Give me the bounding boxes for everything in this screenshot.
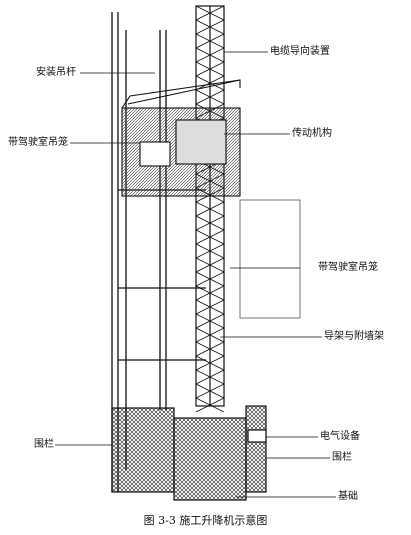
label-cable-guide: 电缆导向装置: [270, 46, 330, 57]
label-drive-mechanism: 传动机构: [292, 128, 332, 139]
label-fence-left: 围栏: [34, 439, 54, 450]
label-guide-mast: 导架与附墙架: [324, 331, 384, 342]
figure-caption: 图 3-3 施工升降机示意图: [143, 514, 268, 527]
label-cab-cage-left: 带驾驶室吊笼: [8, 137, 68, 148]
label-install-boom: 安装吊杆: [36, 67, 76, 78]
label-cab-cage-right: 带驾驶室吊笼: [318, 262, 378, 273]
label-electrical: 电气设备: [320, 431, 360, 442]
label-foundation: 基础: [338, 491, 358, 502]
cab-cage-ghost: [239, 199, 301, 319]
leader-lines: [55, 51, 336, 498]
guide-mast: [195, 5, 225, 413]
cab-cage-upper: [121, 79, 241, 197]
base-enclosure: [111, 405, 267, 501]
label-fence-right: 围栏: [332, 452, 352, 463]
